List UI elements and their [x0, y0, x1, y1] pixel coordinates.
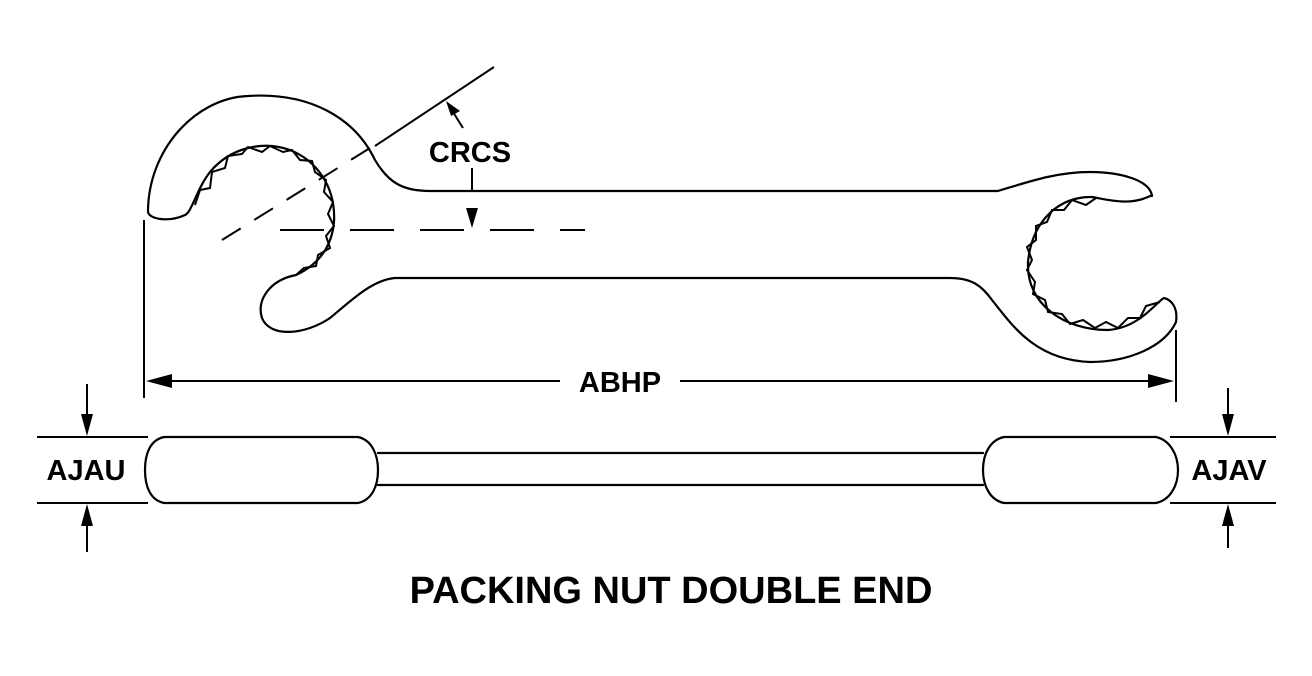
abhp-arrowhead-right — [1148, 374, 1174, 388]
crcs-arrowhead-lower — [466, 208, 478, 228]
abhp-dimension: ABHP — [143, 220, 1177, 402]
wrench-top-view: CRCS — [146, 66, 1178, 364]
wrench-outline-upper — [146, 94, 1178, 364]
crcs-arrow-shaft — [452, 111, 464, 129]
angle-reference-line-solid — [374, 66, 495, 147]
ajau-dimension: AJAU — [37, 384, 148, 552]
left-jaw-serration — [194, 144, 336, 276]
wrench-side-view — [143, 435, 1180, 505]
crcs-arrowhead-upper — [446, 101, 460, 116]
ajav-arrowhead-top — [1222, 414, 1234, 436]
left-head-side — [143, 435, 380, 505]
ajau-arrowhead-bottom — [81, 504, 93, 526]
ajav-label: AJAV — [1191, 455, 1267, 487]
crcs-label: CRCS — [429, 137, 511, 169]
angle-reference-line — [221, 147, 371, 241]
ajau-arrowhead-top — [81, 414, 93, 436]
abhp-label: ABHP — [579, 367, 661, 399]
abhp-arrowhead-left — [146, 374, 172, 388]
right-head-side — [981, 435, 1180, 505]
diagram-title: PACKING NUT DOUBLE END — [410, 570, 933, 612]
right-jaw-serration — [1025, 197, 1161, 330]
ajav-dimension: AJAV — [1170, 388, 1276, 548]
ajau-label: AJAU — [47, 455, 126, 487]
ajav-arrowhead-bottom — [1222, 504, 1234, 526]
